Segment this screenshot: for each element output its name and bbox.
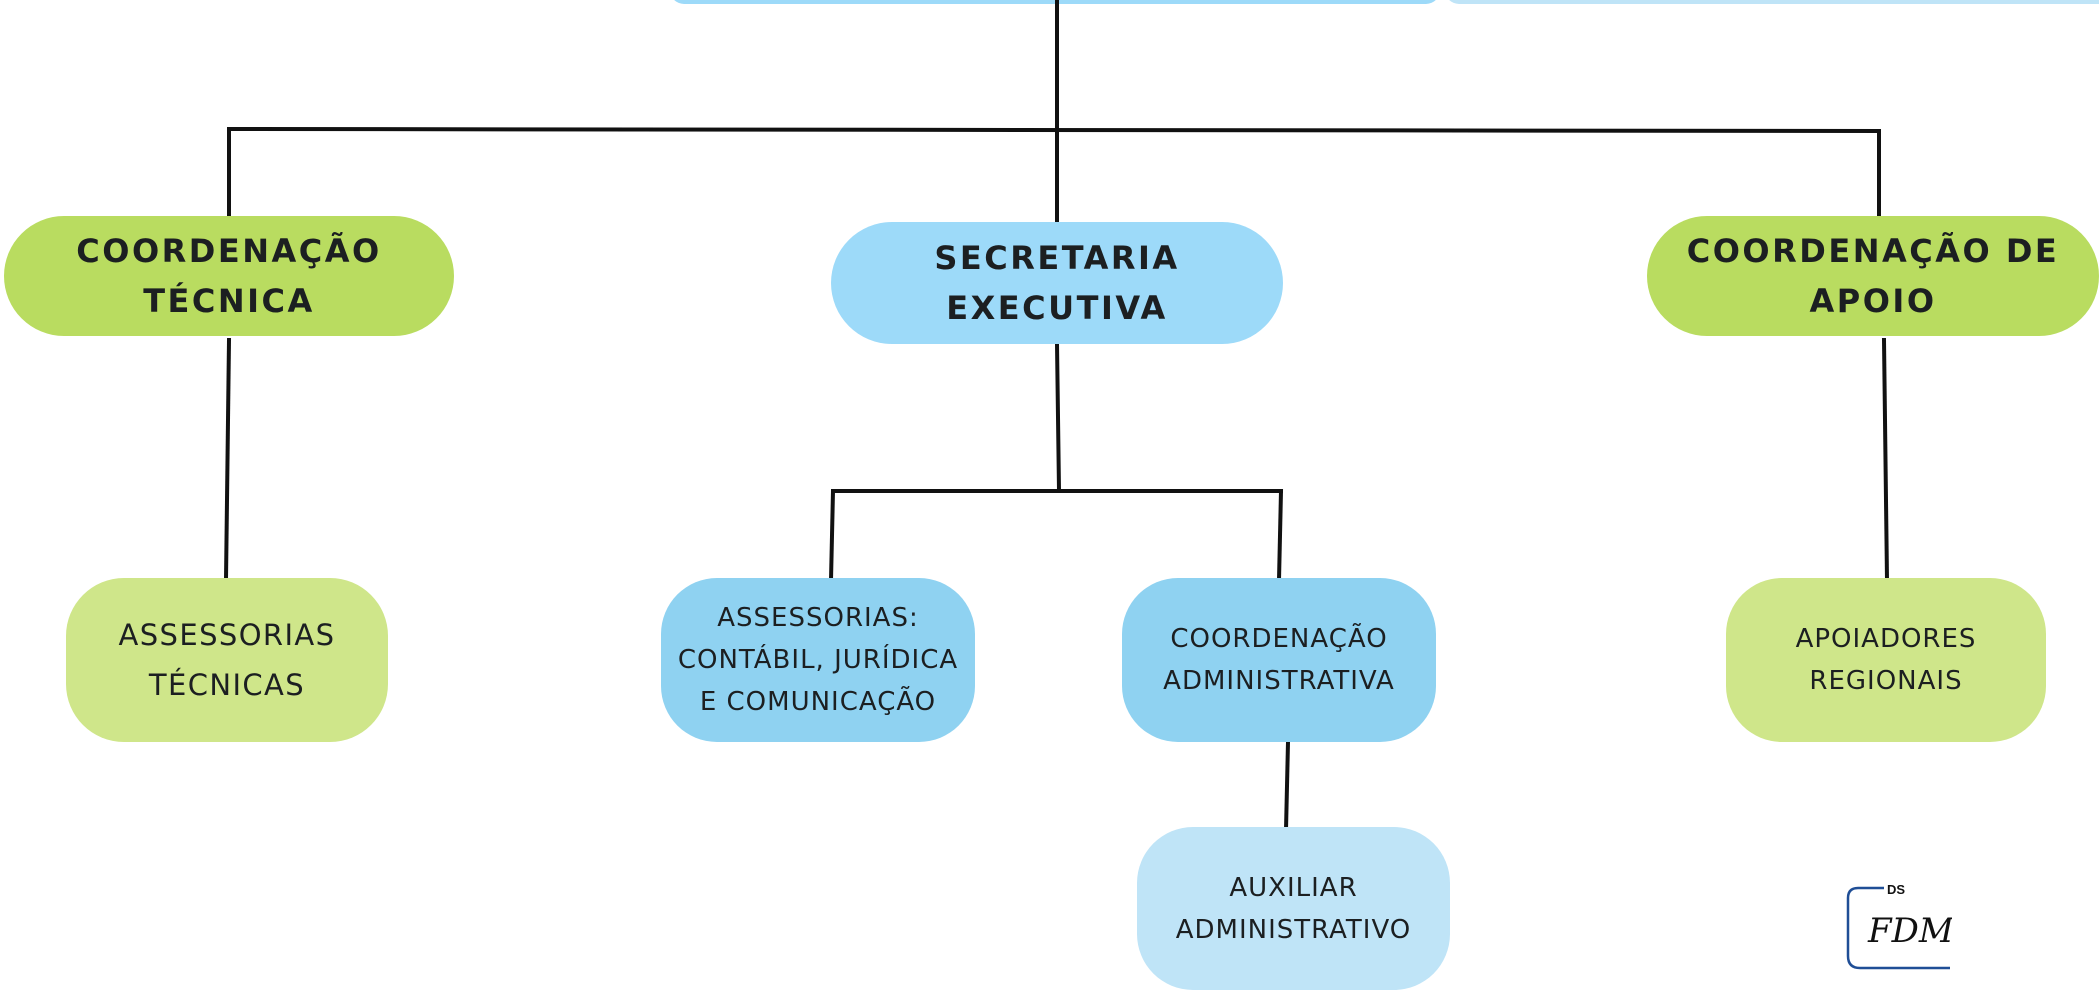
node-apoiadores-regionais: APOIADORES REGIONAIS: [1726, 578, 2046, 742]
node-label-line: APOIADORES: [1795, 624, 1977, 654]
node-label-line: ADMINISTRATIVA: [1163, 666, 1395, 696]
top-right-node-partial: [1445, 0, 2099, 4]
node-coordenacao-de-apoio: COORDENAÇÃO DE APOIO: [1647, 216, 2099, 336]
node-label-line: EXECUTIVA: [946, 289, 1168, 327]
node-label-line: TÉCNICAS: [148, 668, 306, 702]
node-label-line: COORDENAÇÃO DE: [1686, 232, 2060, 270]
node-label-line: AUXILIAR: [1229, 872, 1358, 903]
node-label-line: APOIO: [1809, 282, 1937, 320]
connector-apoio-down: [1881, 337, 1890, 583]
connector-tecnica-down: [223, 337, 232, 583]
connector-sub-left-drop: [828, 488, 836, 583]
node-label-line: SECRETARIA: [934, 239, 1180, 277]
node-label-line: CONTÁBIL, JURÍDICA: [677, 645, 959, 675]
node-label-line: ADMINISTRATIVO: [1175, 914, 1412, 945]
node-label-line: E COMUNICAÇÃO: [699, 687, 937, 717]
svg-text:FDM: FDM: [1867, 911, 1952, 951]
connector-sub-right-drop: [1276, 488, 1284, 583]
connector-admin-down: [1283, 739, 1291, 833]
connector-horizontal-bar: [226, 126, 1882, 134]
node-coordenacao-administrativa: COORDENAÇÃO ADMINISTRATIVA: [1122, 578, 1436, 742]
node-label-line: COORDENAÇÃO: [76, 232, 382, 270]
node-label-line: ASSESSORIAS: [118, 618, 336, 652]
node-assessorias-tecnicas: ASSESSORIAS TÉCNICAS: [66, 578, 388, 742]
svg-text:DS: DS: [1887, 882, 1905, 897]
fdm-signature-logo: DS FDM: [1844, 880, 1955, 972]
node-coordenacao-tecnica: COORDENAÇÃO TÉCNICA: [4, 216, 454, 336]
connector-secretaria-down: [1054, 341, 1062, 493]
node-assessorias-contabil-juridica-comunicacao: ASSESSORIAS: CONTÁBIL, JURÍDICA E COMUNI…: [661, 578, 975, 742]
node-label-line: REGIONAIS: [1809, 666, 1963, 696]
node-label-line: COORDENAÇÃO: [1170, 624, 1388, 654]
fdm-logo-icon: DS FDM: [1846, 882, 1955, 970]
node-label-line: ASSESSORIAS:: [717, 603, 919, 633]
node-label-line: TÉCNICA: [143, 282, 315, 320]
node-secretaria-executiva: SECRETARIA EXECUTIVA: [831, 222, 1283, 344]
node-auxiliar-administrativo: AUXILIAR ADMINISTRATIVO: [1137, 827, 1450, 990]
